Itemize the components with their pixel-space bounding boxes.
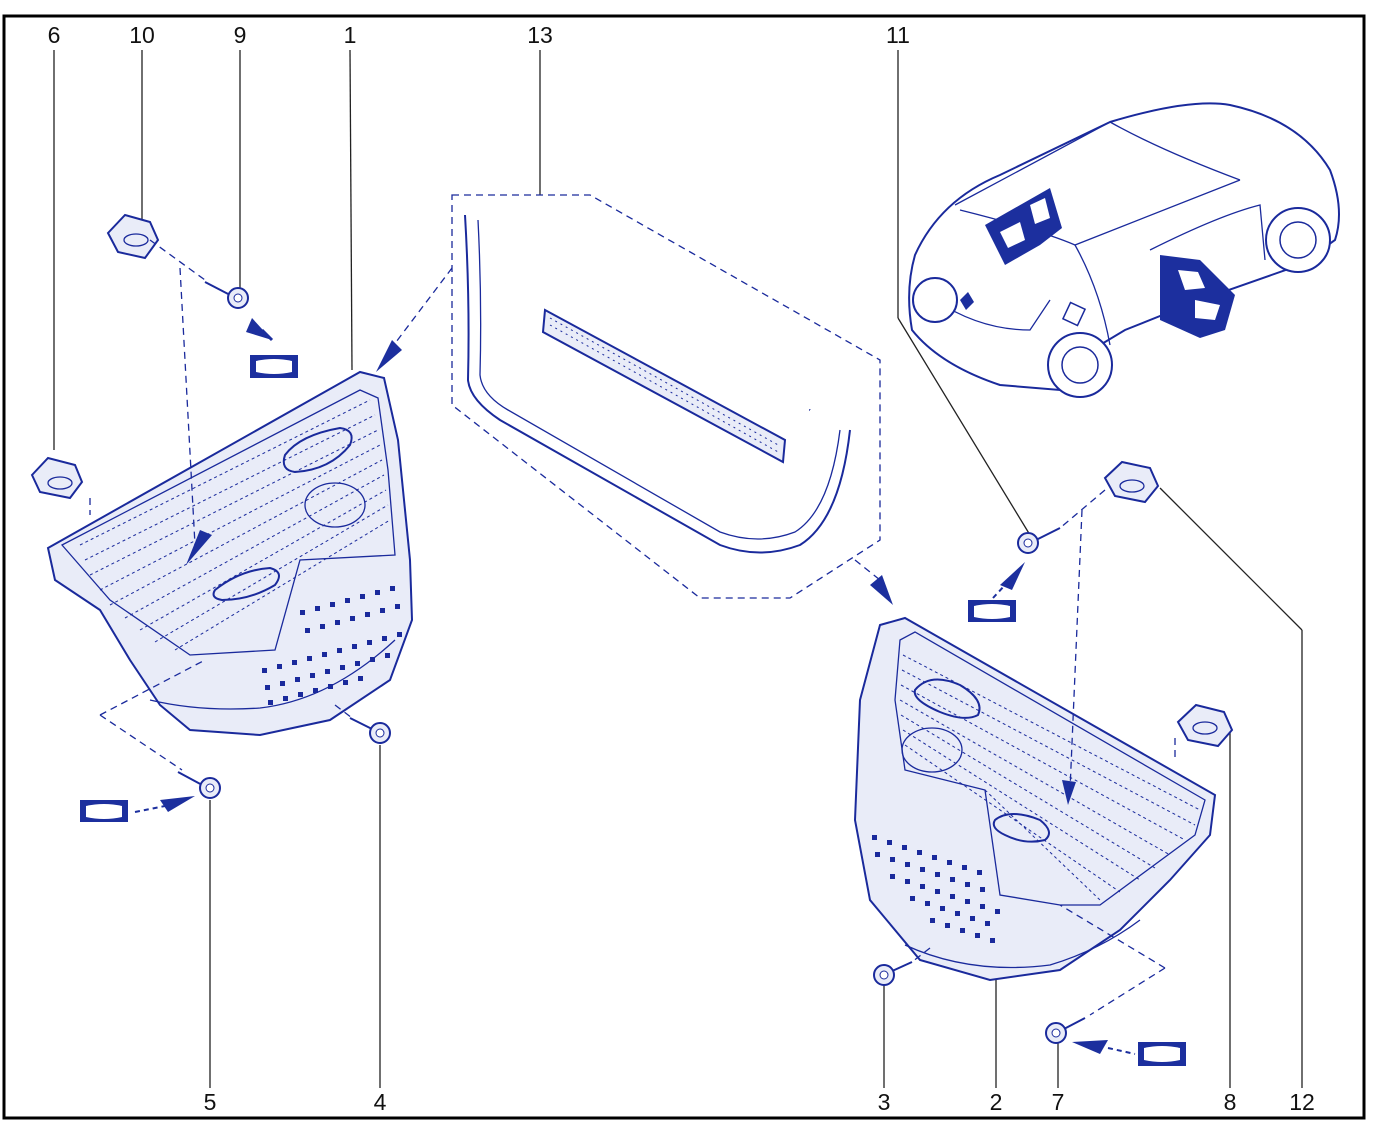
screw-icon xyxy=(1045,1017,1086,1044)
callout-13: 13 xyxy=(527,22,553,48)
callout-11: 11 xyxy=(886,22,910,48)
callout-12: 12 xyxy=(1289,1089,1315,1115)
leader-lines xyxy=(53,49,1303,1088)
replace-part-symbol-icon xyxy=(1072,1040,1186,1066)
replace-part-symbol-icon xyxy=(80,796,195,822)
screw-icon xyxy=(349,717,391,744)
replace-part-symbol-icon xyxy=(968,562,1025,622)
assembly-arrows xyxy=(186,340,1076,805)
callout-4: 4 xyxy=(374,1089,387,1115)
clip-icon xyxy=(1176,703,1234,748)
screw-icon xyxy=(1017,527,1061,554)
assembly-lines xyxy=(89,239,1176,1016)
diagram-border xyxy=(2,14,1366,1120)
vehicle-location-icon xyxy=(908,102,1340,398)
clip-icon xyxy=(1103,460,1160,504)
screw-icon xyxy=(177,771,221,799)
screw-icon xyxy=(204,281,249,309)
seal-kit-detail xyxy=(389,194,881,599)
callout-6: 6 xyxy=(48,22,61,48)
callout-1: 1 xyxy=(344,22,357,48)
callout-3: 3 xyxy=(878,1089,891,1115)
callout-8: 8 xyxy=(1224,1089,1237,1115)
callout-7: 7 xyxy=(1052,1089,1065,1115)
callout-5: 5 xyxy=(204,1089,217,1115)
screw-icon xyxy=(873,961,913,986)
replace-part-symbol-icon xyxy=(246,318,298,378)
callout-2: 2 xyxy=(990,1089,1003,1115)
clip-icon xyxy=(30,456,84,500)
callout-9: 9 xyxy=(234,22,247,48)
callout-10: 10 xyxy=(129,22,155,48)
door-trim-panel-left xyxy=(46,370,414,737)
door-trim-panel-right xyxy=(853,616,1217,982)
clip-icon xyxy=(106,213,160,260)
